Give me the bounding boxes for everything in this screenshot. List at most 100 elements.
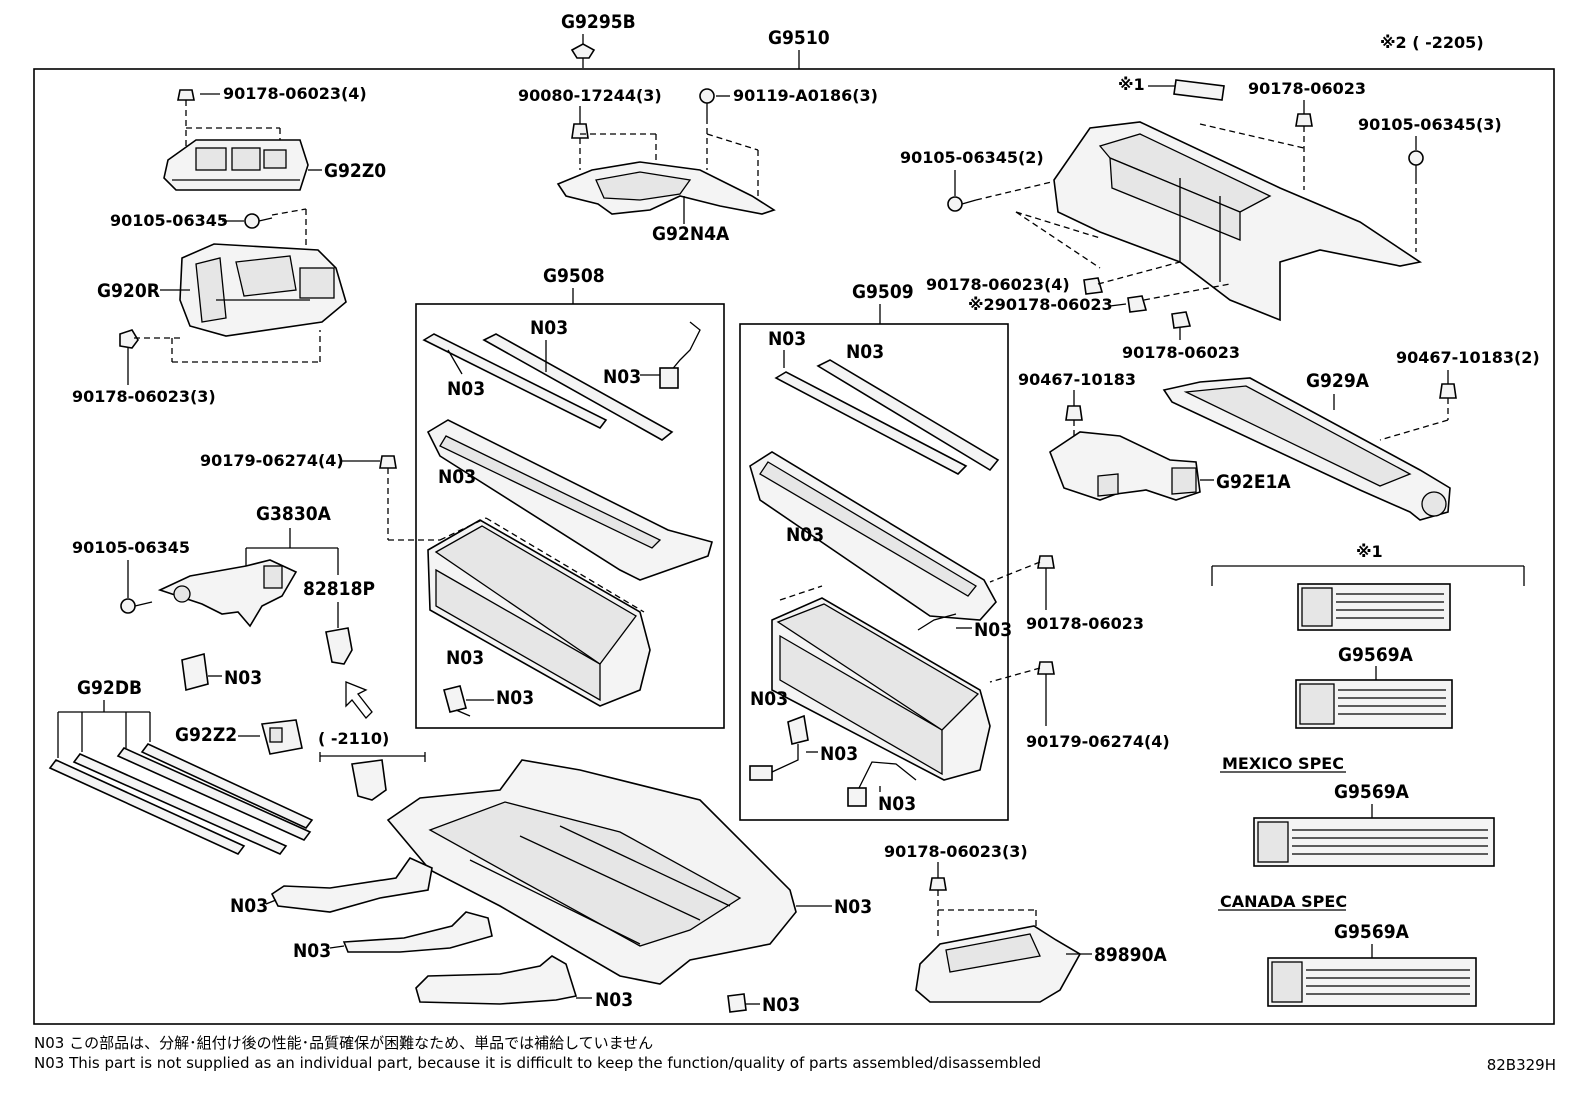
label-n03-g9509-1[interactable]: N03 bbox=[768, 328, 806, 350]
bolt-icon bbox=[1408, 150, 1424, 178]
duct-g92e1a bbox=[1049, 431, 1201, 501]
bracket-n03-b bbox=[270, 856, 433, 913]
bolt-icon bbox=[699, 88, 715, 118]
label-n03-g9508-6[interactable]: N03 bbox=[496, 687, 534, 709]
label-90178-06023-c[interactable]: 90178-06023 bbox=[1026, 614, 1144, 633]
label-g9295b[interactable]: G9295B bbox=[561, 11, 636, 33]
bolt-icon bbox=[947, 196, 977, 212]
label-90178-06023-tr[interactable]: 90178-06023 bbox=[1248, 79, 1366, 98]
busbar-n03 bbox=[422, 333, 674, 441]
label-90178-06023-4[interactable]: 90178-06023(4) bbox=[223, 84, 367, 103]
label-90105-06345-3[interactable]: 90105-06345(3) bbox=[1358, 115, 1502, 134]
ecu-89890a bbox=[915, 925, 1082, 1003]
label-90119-a0186-3[interactable]: 90119-A0186(3) bbox=[733, 86, 878, 105]
label-n03-c[interactable]: N03 bbox=[293, 940, 331, 962]
clip-icon bbox=[571, 123, 589, 139]
grommet-icon bbox=[570, 43, 596, 68]
caution-label-2 bbox=[1295, 679, 1453, 729]
note-japanese: N03 この部品は、分解･組付け後の性能･品質確保が困難なため、単品では補給して… bbox=[34, 1034, 654, 1052]
label-g9508[interactable]: G9508 bbox=[543, 265, 605, 287]
label-90467-10183[interactable]: 90467-10183 bbox=[1018, 370, 1136, 389]
range-note: ※2 ( -2205) bbox=[1380, 33, 1484, 52]
label-n03-g9509-2[interactable]: N03 bbox=[846, 341, 884, 363]
label-g92n4a[interactable]: G92N4A bbox=[652, 223, 730, 245]
g9508-box bbox=[415, 303, 725, 729]
label-82818p[interactable]: 82818P bbox=[303, 578, 375, 600]
label-g3830a[interactable]: G3830A bbox=[256, 503, 332, 525]
caution-label-canada bbox=[1267, 957, 1477, 1007]
label-90105-06345-2[interactable]: 90105-06345(2) bbox=[900, 148, 1044, 167]
label-90179-06274-4b[interactable]: 90179-06274(4) bbox=[1026, 732, 1170, 751]
bracket-n03-c bbox=[342, 911, 493, 953]
seal-strips-g92db bbox=[48, 743, 314, 855]
clip-icon bbox=[1439, 383, 1457, 399]
label-g92db[interactable]: G92DB bbox=[77, 677, 142, 699]
label-g929a[interactable]: G929A bbox=[1306, 370, 1370, 392]
label-canada-spec: CANADA SPEC bbox=[1220, 892, 1347, 911]
nut-icon bbox=[1037, 555, 1055, 569]
label-90178-06023-4b[interactable]: 90178-06023(4) bbox=[926, 275, 1070, 294]
duct-g929a bbox=[1162, 377, 1451, 521]
battery-module-g9509 bbox=[771, 597, 991, 781]
label-n03-tray[interactable]: N03 bbox=[834, 896, 872, 918]
label-n03-g9508-2[interactable]: N03 bbox=[447, 378, 485, 400]
nut-icon bbox=[379, 455, 397, 469]
label-n03-e[interactable]: N03 bbox=[762, 994, 800, 1016]
label-g9510[interactable]: G9510 bbox=[768, 27, 830, 49]
bracket-g920r bbox=[179, 243, 347, 337]
label-n03-g9509-3[interactable]: N03 bbox=[786, 524, 824, 546]
label-n03-g9508-5[interactable]: N03 bbox=[446, 647, 484, 669]
connector-n03-g9508 bbox=[443, 685, 471, 717]
label-90178-06023-3a[interactable]: 90178-06023(3) bbox=[72, 387, 216, 406]
wire-harness-n03 bbox=[659, 321, 701, 389]
bracket-n03-d bbox=[415, 955, 578, 1005]
connector-n03-g9509 bbox=[917, 613, 957, 631]
busbar-n03-g9509 bbox=[774, 359, 1000, 475]
diagram-frame bbox=[33, 68, 1555, 1025]
label-90467-10183-2[interactable]: 90467-10183(2) bbox=[1396, 348, 1540, 367]
junction-block-g92z0 bbox=[163, 139, 309, 191]
label-g920r[interactable]: G920R bbox=[97, 280, 160, 302]
clip-part bbox=[351, 759, 387, 801]
nut-icon bbox=[1295, 113, 1313, 127]
caution-label-mexico bbox=[1253, 817, 1495, 867]
label-g9569a-2[interactable]: G9569A bbox=[1334, 781, 1410, 803]
cover-g92n4a bbox=[556, 161, 776, 215]
label-n03-g9509-4[interactable]: N03 bbox=[974, 619, 1012, 641]
label-g92z0[interactable]: G92Z0 bbox=[324, 160, 386, 182]
label-n03-g9509-6[interactable]: N03 bbox=[820, 743, 858, 765]
label-n03-d[interactable]: N03 bbox=[595, 989, 633, 1011]
cell-holder-g9509 bbox=[749, 451, 997, 621]
label-g9509[interactable]: G9509 bbox=[852, 281, 914, 303]
label-g92z2[interactable]: G92Z2 bbox=[175, 724, 237, 746]
label-90105-06345-c[interactable]: 90105-06345 bbox=[72, 538, 190, 557]
illustration-code: 82B329H bbox=[1486, 1056, 1556, 1074]
label-n03-g9509-5[interactable]: N03 bbox=[750, 688, 788, 710]
wire-harness-n03-g9509 bbox=[847, 761, 917, 807]
harness-bracket-g3830a bbox=[157, 559, 298, 628]
clip-n03 bbox=[727, 993, 747, 1013]
upper-cover-g9510 bbox=[1053, 121, 1423, 322]
label-n03-g9508-3[interactable]: N03 bbox=[603, 366, 641, 388]
label-90105-06345-a[interactable]: 90105-06345 bbox=[110, 211, 228, 230]
label-g9569a-3[interactable]: G9569A bbox=[1334, 921, 1410, 943]
label-n03-g9508-4[interactable]: N03 bbox=[438, 466, 476, 488]
label-90080-17244-3[interactable]: 90080-17244(3) bbox=[518, 86, 662, 105]
label-x2-90178-06023[interactable]: ※290178-06023 bbox=[968, 295, 1113, 314]
label-90178-06023-b[interactable]: 90178-06023 bbox=[1122, 343, 1240, 362]
label-g92e1a[interactable]: G92E1A bbox=[1216, 471, 1291, 493]
clip-icon bbox=[1065, 405, 1083, 421]
connector-n03-g9509-b bbox=[749, 714, 809, 781]
label-n03-g9509-7[interactable]: N03 bbox=[878, 793, 916, 815]
range-2110: ( -2110) bbox=[318, 729, 389, 748]
label-90178-06023-3b[interactable]: 90178-06023(3) bbox=[884, 842, 1028, 861]
label-mexico-spec: MEXICO SPEC bbox=[1222, 754, 1344, 773]
label-90179-06274-4a[interactable]: 90179-06274(4) bbox=[200, 451, 344, 470]
label-89890a[interactable]: 89890A bbox=[1094, 944, 1167, 966]
nut-icon bbox=[119, 329, 139, 349]
label-n03-g9508-1[interactable]: N03 bbox=[530, 317, 568, 339]
label-n03-b[interactable]: N03 bbox=[230, 895, 268, 917]
label-g9569a-1[interactable]: G9569A bbox=[1338, 644, 1414, 666]
label-sticker bbox=[1173, 79, 1225, 101]
label-n03-a[interactable]: N03 bbox=[224, 667, 262, 689]
